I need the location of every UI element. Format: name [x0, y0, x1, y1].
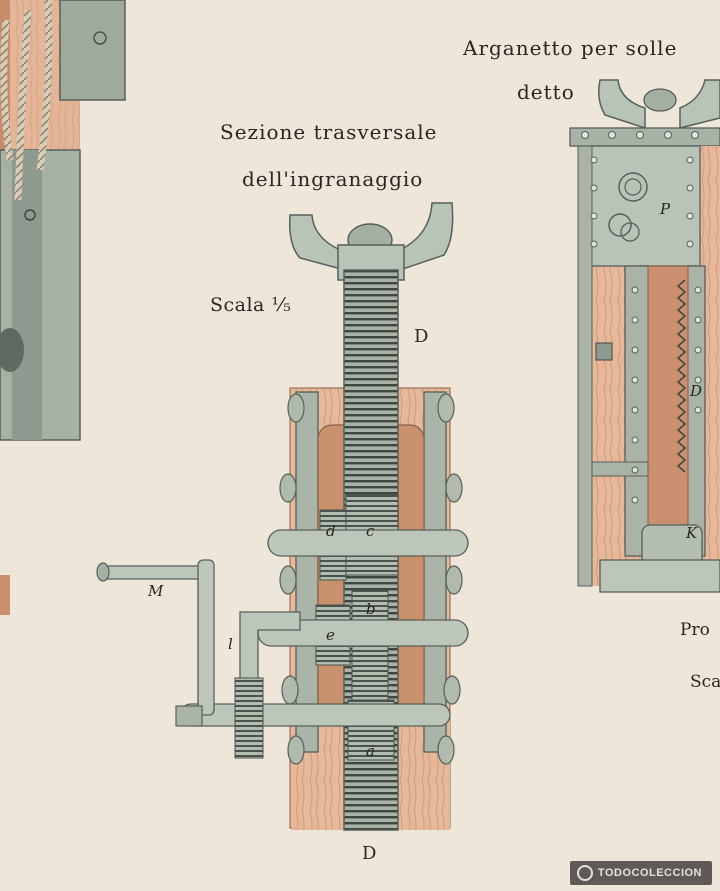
left-oval-hole — [0, 328, 24, 372]
left-rope-1 — [0, 19, 14, 161]
label-P: P — [660, 200, 671, 218]
label-l: l — [228, 635, 233, 653]
crank-arm — [197, 559, 215, 716]
title-center-line1: Sezione trasversale — [220, 120, 438, 144]
gear-cross-section — [96, 202, 469, 831]
left-iron-bracket-top — [59, 0, 126, 101]
label-d: d — [326, 522, 336, 540]
label-D-right: D — [690, 382, 703, 400]
watermark-logo-icon — [576, 865, 593, 881]
label-D-bottom: D — [362, 843, 377, 864]
plate-P — [589, 145, 701, 267]
title-right: Arganetto per solle — [463, 36, 678, 60]
label-M: M — [148, 582, 164, 600]
shaft-lower — [179, 703, 451, 727]
label-e: e — [326, 626, 335, 644]
left-partial-drawing — [0, 0, 126, 615]
label-K: K — [686, 524, 698, 542]
iron-plate-right — [423, 391, 447, 753]
iron-plate-left — [295, 391, 319, 753]
crank-pinion — [234, 677, 264, 759]
caption-right-2: Sca — [690, 672, 720, 692]
head-left-prong — [288, 214, 346, 271]
label-a: a — [366, 742, 375, 760]
left-rope-2 — [14, 9, 32, 201]
label-b: b — [366, 600, 376, 618]
right-partial-drawing — [569, 79, 720, 593]
scale-label: Scala ¹⁄₅ — [210, 294, 292, 316]
shaft-upper — [267, 529, 469, 557]
title-right-line2: detto — [517, 80, 575, 104]
label-c: c — [366, 522, 375, 540]
caption-right-1: Pro — [680, 620, 710, 640]
head-right-prong — [399, 202, 454, 272]
right-rack-teeth — [676, 279, 687, 473]
label-D-top: D — [414, 326, 429, 347]
left-rope-3 — [36, 0, 53, 171]
watermark-text: TODOCOLECCION — [597, 867, 702, 879]
crank-handle — [96, 559, 215, 727]
watermark-badge: TODOCOLECCION — [569, 861, 712, 885]
title-center-line2: dell'ingranaggio — [242, 167, 424, 191]
